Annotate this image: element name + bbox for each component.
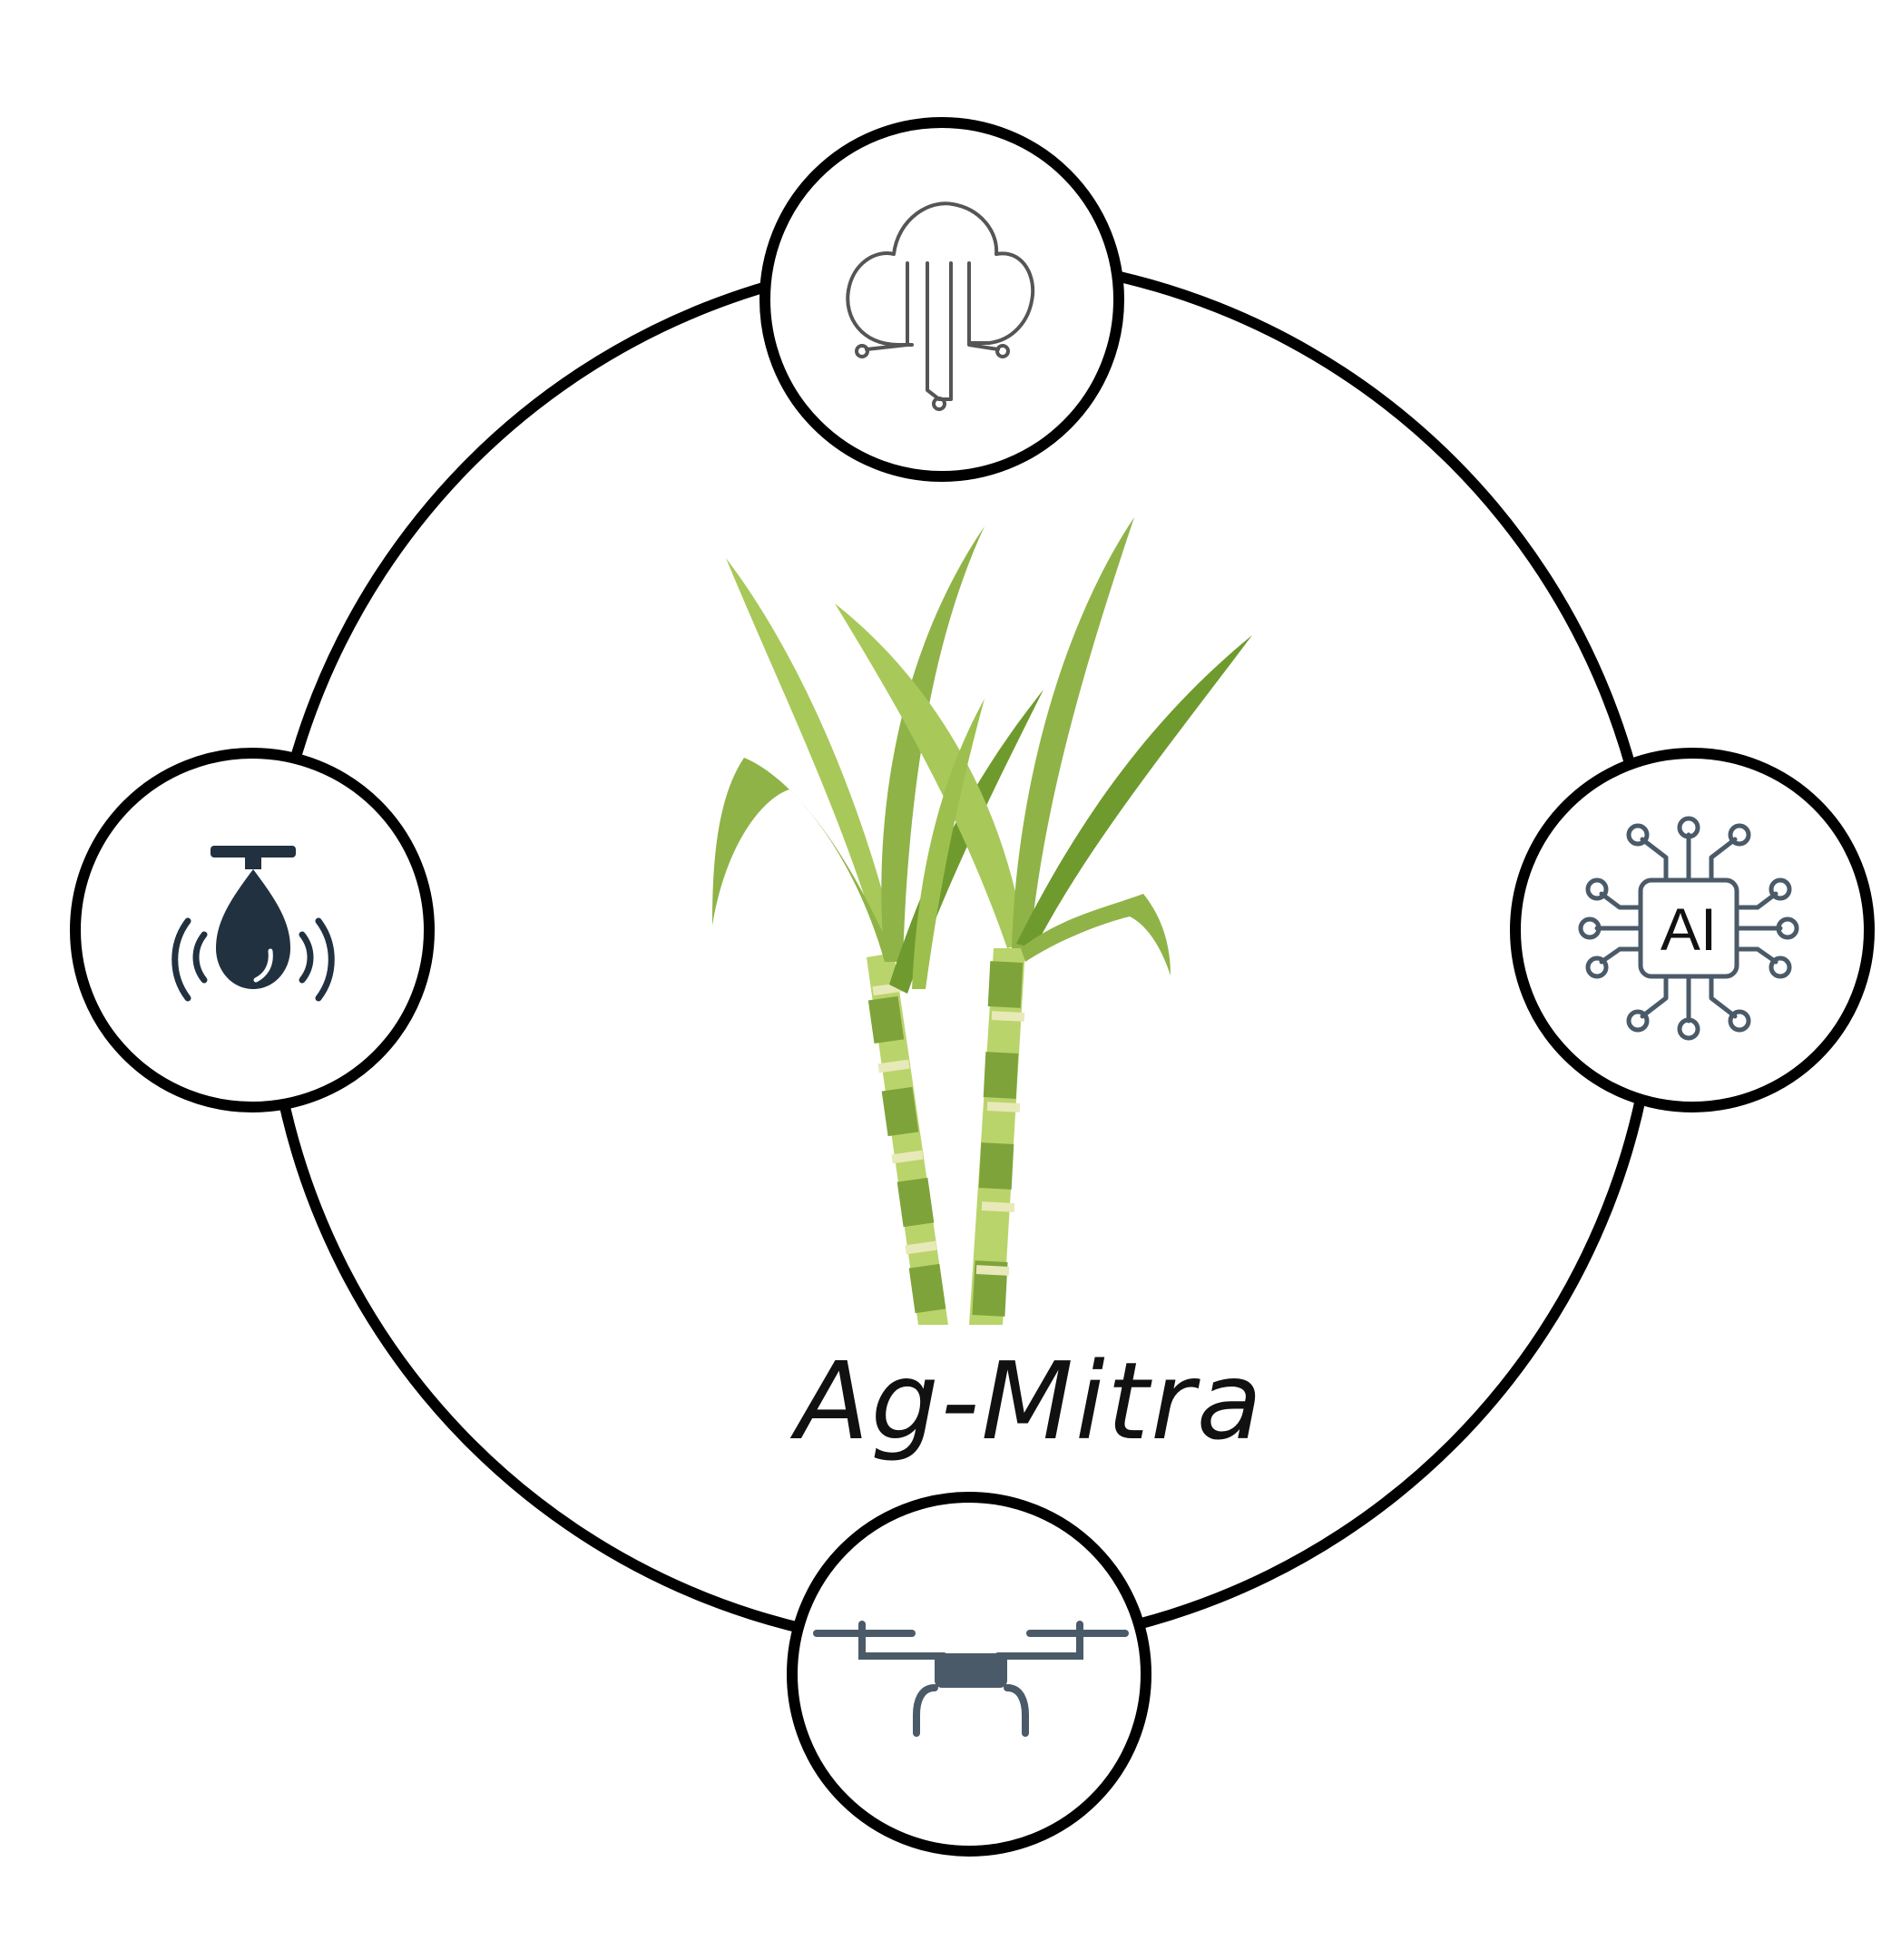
ai-chip-icon: AI bbox=[1578, 816, 1799, 1041]
node-top bbox=[759, 117, 1124, 482]
sugarcane-leaves bbox=[712, 517, 1252, 994]
node-right: AI bbox=[1510, 748, 1875, 1112]
right-stalk bbox=[969, 948, 1025, 1325]
water-sensor-icon bbox=[171, 846, 335, 1002]
title-text: Ag-Mitra bbox=[789, 1338, 1264, 1464]
sugarcane-plant-image bbox=[712, 517, 1252, 1325]
drone-icon bbox=[813, 1621, 1129, 1737]
node-left bbox=[70, 748, 435, 1112]
cloud-network-icon bbox=[846, 201, 1035, 411]
left-stalk bbox=[867, 953, 948, 1325]
ai-chip-label: AI bbox=[1661, 896, 1717, 963]
node-bottom bbox=[787, 1492, 1151, 1857]
